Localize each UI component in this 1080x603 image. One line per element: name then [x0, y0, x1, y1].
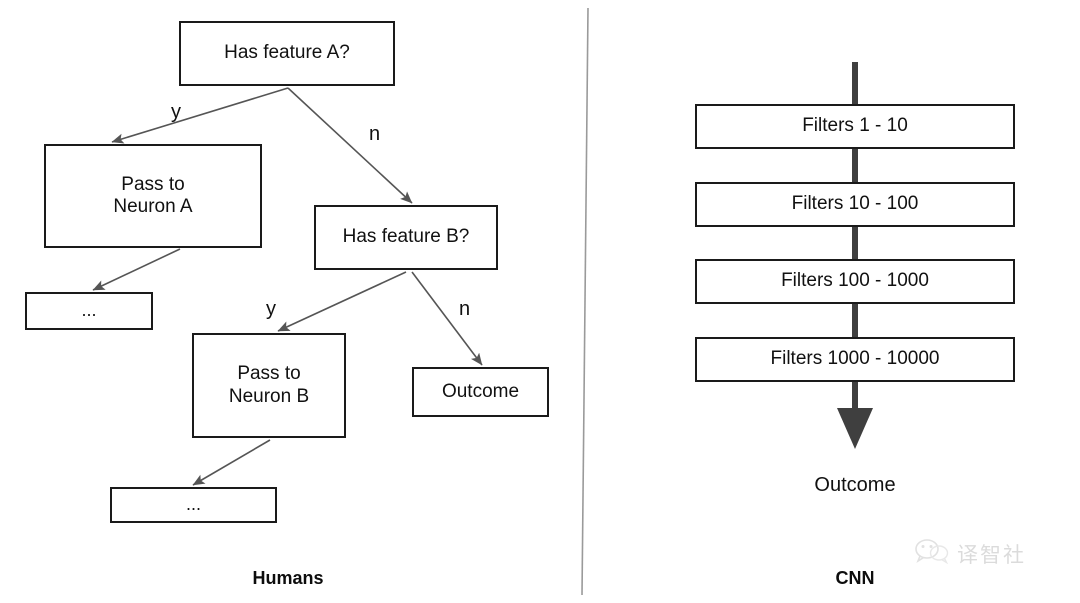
- wechat-icon: [915, 538, 949, 569]
- edge-label-feature-b-no: n: [459, 298, 471, 320]
- edge-label-root-yes: y: [171, 101, 181, 123]
- node-filters-1-10[interactable]: Filters 1 - 10: [695, 104, 1015, 149]
- watermark: 译智社: [915, 538, 1026, 569]
- node-label: ...: [185, 494, 201, 515]
- caption-cnn: CNN: [835, 568, 875, 588]
- node-label: Has feature B?: [342, 226, 470, 248]
- node-label: Filters 100 - 1000: [781, 270, 929, 292]
- edge-root-to-neuron-a: [111, 87, 289, 144]
- node-filters-1000-10000[interactable]: Filters 1000 - 10000: [695, 337, 1015, 382]
- panel-divider: [581, 7, 589, 596]
- edge-neuron-b-to-dots-b: [192, 439, 271, 486]
- cnn-outcome-label: Outcome: [814, 474, 896, 496]
- node-label: Filters 1 - 10: [802, 115, 908, 137]
- node-label: ...: [81, 300, 97, 321]
- node-label: Pass to Neuron B: [228, 363, 310, 407]
- node-ellipsis-a[interactable]: ...: [25, 292, 153, 330]
- edge-neuron-a-to-dots-a: [92, 248, 181, 291]
- caption-humans: Humans: [252, 568, 324, 588]
- edge-feature-b-to-outcome: [411, 271, 483, 366]
- node-outcome[interactable]: Outcome: [412, 367, 549, 417]
- node-ellipsis-b[interactable]: ...: [110, 487, 277, 523]
- node-has-feature-a[interactable]: Has feature A?: [179, 21, 395, 86]
- edge-feature-b-to-neuron-b: [277, 271, 407, 332]
- node-pass-to-neuron-a[interactable]: Pass to Neuron A: [44, 144, 262, 248]
- node-label: Pass to Neuron A: [113, 173, 193, 217]
- node-pass-to-neuron-b[interactable]: Pass to Neuron B: [192, 333, 346, 438]
- edge-root-to-feature-b: [287, 87, 413, 204]
- node-has-feature-b[interactable]: Has feature B?: [314, 205, 498, 270]
- node-label: Has feature A?: [224, 42, 350, 64]
- node-filters-100-1000[interactable]: Filters 100 - 1000: [695, 259, 1015, 304]
- watermark-text: 译智社: [957, 542, 1026, 567]
- cnn-arrowhead: [837, 408, 873, 449]
- node-label: Outcome: [441, 380, 520, 402]
- edge-label-root-no: n: [369, 123, 381, 145]
- node-filters-10-100[interactable]: Filters 10 - 100: [695, 182, 1015, 227]
- node-label: Filters 1000 - 10000: [770, 348, 940, 370]
- node-label: Filters 10 - 100: [791, 193, 919, 215]
- edge-label-feature-b-yes: y: [266, 298, 276, 320]
